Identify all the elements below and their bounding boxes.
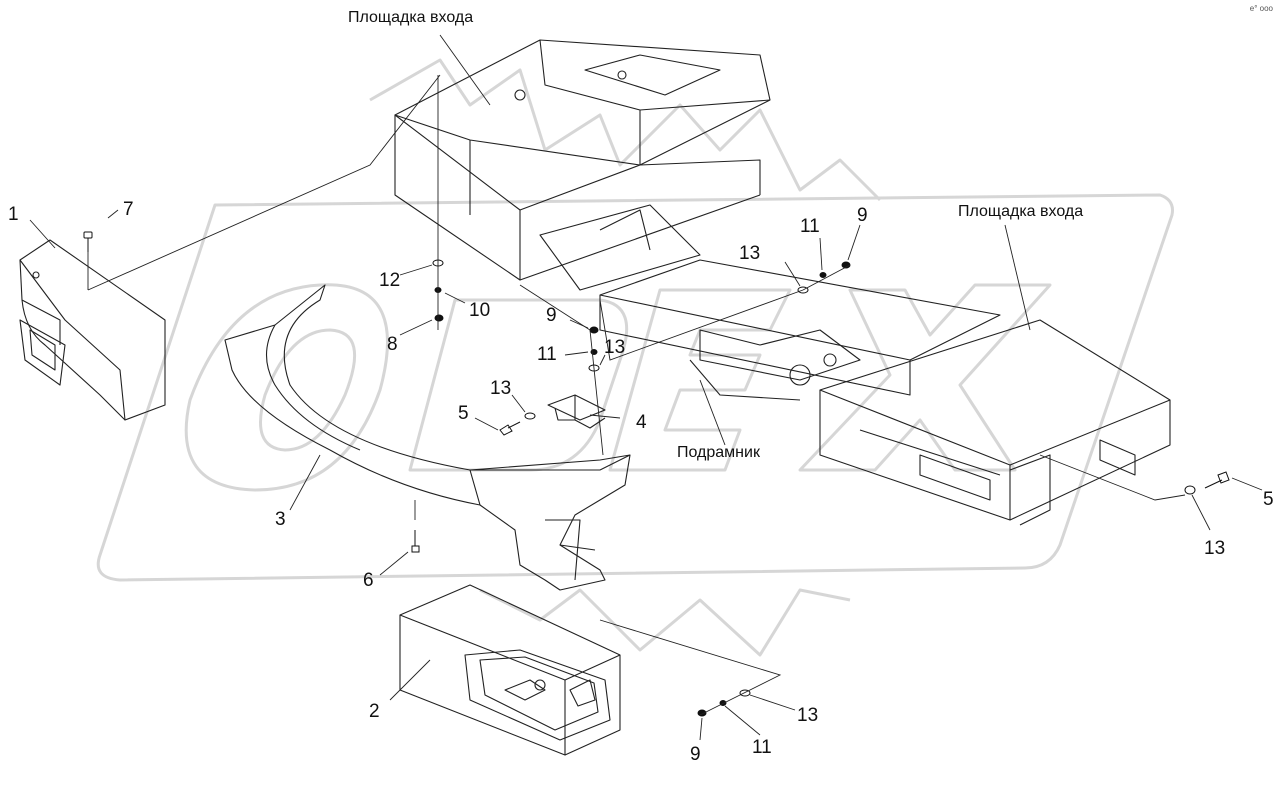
callout-1: 1 bbox=[8, 204, 19, 225]
bolt-5-left bbox=[499, 421, 521, 436]
callout-11-bottom: 11 bbox=[752, 737, 772, 758]
callout-7: 7 bbox=[123, 199, 134, 220]
callout-8: 8 bbox=[387, 334, 398, 355]
callout-13-bottom: 13 bbox=[797, 705, 819, 726]
entry-platform-right bbox=[819, 319, 1171, 526]
part-4-bracket bbox=[547, 394, 606, 429]
corner-mark: e° ooo bbox=[1249, 4, 1273, 13]
callout-10: 10 bbox=[469, 300, 491, 321]
callout-4: 4 bbox=[636, 412, 647, 433]
callout-13-top-right: 13 bbox=[739, 243, 761, 264]
subframe bbox=[599, 259, 1001, 401]
callout-9-bottom: 9 bbox=[690, 744, 701, 765]
label-entry-platform-left: Площадка входа bbox=[348, 9, 474, 26]
part-1-light-cover-left bbox=[19, 239, 166, 421]
leader-lines bbox=[29, 34, 1263, 741]
label-entry-platform-right: Площадка входа bbox=[958, 203, 1084, 220]
callout-5-left: 5 bbox=[458, 403, 469, 424]
watermark bbox=[96, 58, 1174, 657]
nut-8 bbox=[434, 314, 444, 322]
nut-9-mid bbox=[589, 326, 599, 334]
bolt-6 bbox=[411, 530, 420, 553]
label-subframe: Подрамник bbox=[677, 444, 760, 461]
entry-platform-frame bbox=[394, 39, 771, 291]
washer-13-bracket bbox=[524, 412, 536, 420]
callout-9-mid: 9 bbox=[546, 305, 557, 326]
callout-6: 6 bbox=[363, 570, 374, 591]
bolt-5-right bbox=[1204, 471, 1230, 489]
callout-2: 2 bbox=[369, 701, 380, 722]
part-3-bumper bbox=[224, 284, 631, 591]
callout-9-top-right: 9 bbox=[857, 205, 868, 226]
callout-3: 3 bbox=[275, 509, 286, 530]
spring-washer-11-top-right bbox=[819, 272, 827, 278]
callout-11-top-right: 11 bbox=[800, 216, 820, 237]
callout-13-bracket: 13 bbox=[490, 378, 512, 399]
bolt-7 bbox=[83, 231, 93, 252]
part-2-light-box bbox=[399, 584, 621, 756]
callout-12: 12 bbox=[379, 270, 401, 291]
callout-11-mid: 11 bbox=[537, 344, 557, 365]
callout-13-mid: 13 bbox=[604, 337, 626, 358]
washer-13-right bbox=[1184, 485, 1196, 495]
callout-13-right: 13 bbox=[1204, 538, 1226, 559]
callout-5-right: 5 bbox=[1263, 489, 1274, 510]
